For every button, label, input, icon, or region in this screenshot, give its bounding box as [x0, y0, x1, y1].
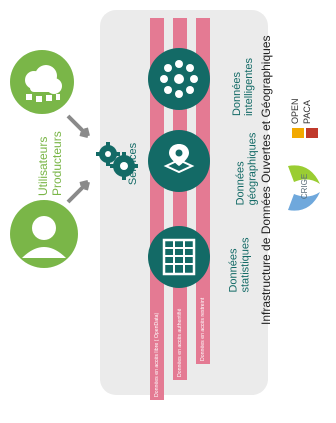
user-circle [10, 200, 78, 268]
open-paca-line1: OPEN [290, 98, 300, 124]
arrow-bottom-icon [66, 180, 90, 204]
smart-data-label: Données intelligentes [231, 58, 255, 116]
gears-icon [96, 142, 138, 180]
network-icon [160, 60, 198, 98]
cloud-circle [10, 50, 74, 114]
stat-data-label: Données statistiques [228, 237, 252, 292]
geo-data-circle [148, 130, 210, 192]
actors-label: Utilisateurs Producteurs [36, 128, 64, 196]
stat-data-line1: Données [227, 248, 240, 293]
table-icon [162, 238, 196, 276]
open-paca-line2: PACA [302, 100, 312, 124]
stat-data-circle [148, 226, 210, 288]
services-label: Services [127, 142, 140, 186]
user-icon [22, 216, 66, 258]
smart-data-circle [148, 48, 210, 110]
actors-line2: Producteurs [50, 131, 64, 196]
crige-text: CRIGE [300, 173, 310, 200]
diagram-title: Infrastructure de Données Ouvertes et Gé… [259, 35, 273, 326]
geo-data-label: Données géographiques [234, 133, 258, 206]
access-label-restricted: Données en accès restreint [200, 297, 206, 361]
arrow-top-icon [66, 114, 90, 138]
stat-data-line2: statistiques [239, 237, 252, 293]
open-paca-logo: OPEN PACA [288, 94, 324, 138]
actors-line1: Utilisateurs [36, 136, 50, 196]
cloud-map-icon [25, 65, 62, 102]
access-label-open: Données en accès libre ( OpenData) [154, 312, 160, 397]
geo-data-line1: Données [234, 161, 247, 206]
map-pin-icon [163, 144, 195, 174]
access-stripe-open [150, 18, 164, 400]
smart-data-line1: Données [231, 72, 244, 117]
access-label-auth: Données en accès authentifié [177, 308, 183, 377]
crige-logo: CRIGE [284, 162, 324, 214]
geo-data-line2: géographiques [246, 132, 259, 206]
smart-data-line2: intelligentes [243, 57, 256, 117]
